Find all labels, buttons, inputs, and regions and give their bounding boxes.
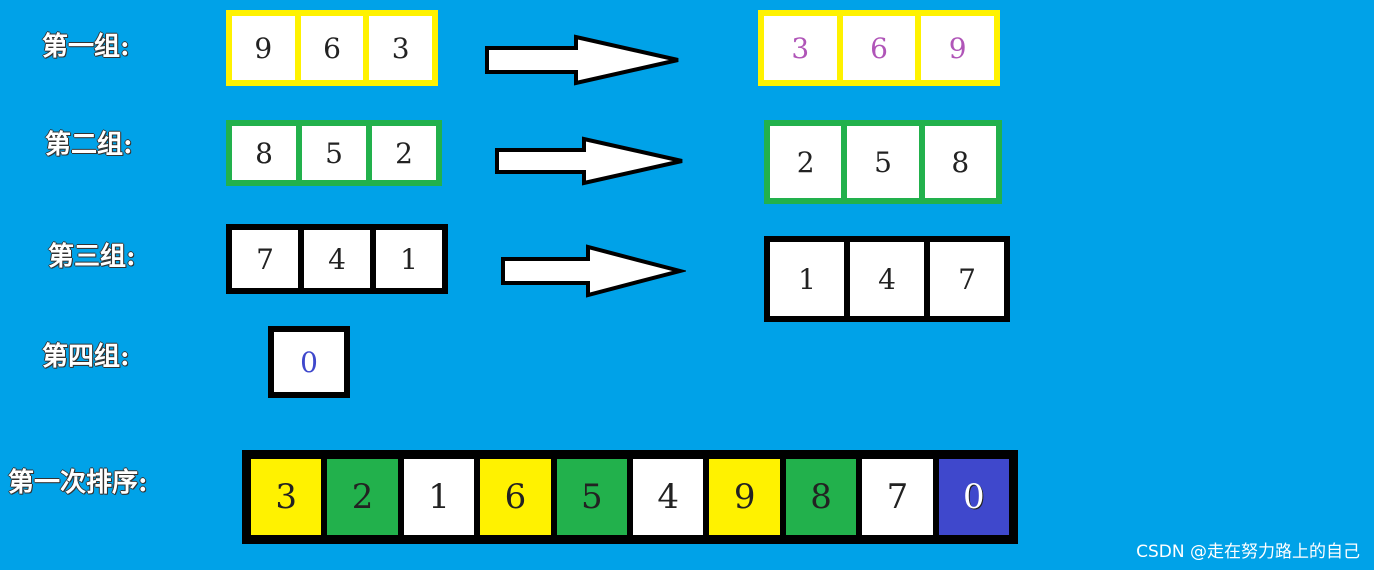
group-4-cell: 0 xyxy=(300,345,318,379)
group-2-before-box: 8 5 2 xyxy=(226,120,442,186)
group-2-after-cell: 2 xyxy=(796,145,815,179)
group-3-after-cell: 4 xyxy=(844,242,924,316)
group-label-2: 第二组: xyxy=(45,130,133,160)
group-2-before-cell: 2 xyxy=(366,126,436,180)
first-pass-cell: 4 xyxy=(630,456,707,538)
group-3-after-cell: 1 xyxy=(798,262,816,296)
group-1-arrow-icon xyxy=(485,34,679,86)
group-4-box: 0 xyxy=(268,326,350,398)
group-3-after-cell: 7 xyxy=(924,242,1004,316)
group-2-after-cell: 8 xyxy=(918,126,996,198)
group-label-3: 第三组: xyxy=(48,242,136,272)
group-3-before-cell: 7 xyxy=(256,242,274,276)
watermark: CSDN @走在努力路上的自己 xyxy=(1136,542,1360,562)
group-3-before-cell: 1 xyxy=(370,230,442,288)
group-2-after-cell: 5 xyxy=(841,126,918,198)
first-pass-cell: 9 xyxy=(706,456,783,538)
first-pass-cell: 5 xyxy=(553,456,631,538)
group-3-after-box: 1 4 7 xyxy=(764,236,1010,322)
first-pass-cell: 7 xyxy=(859,456,936,538)
group-1-after-cell: 6 xyxy=(836,16,916,80)
group-label-4: 第四组: xyxy=(42,342,130,372)
group-1-before-cell: 9 xyxy=(254,31,273,65)
group-1-before-box: 9 6 3 xyxy=(226,10,438,86)
group-2-before-cell: 8 xyxy=(255,136,273,170)
group-1-after-cell: 9 xyxy=(915,16,994,80)
group-3-before-box: 7 4 1 xyxy=(226,224,448,294)
group-1-after-cell: 3 xyxy=(791,31,810,65)
group-1-before-cell: 6 xyxy=(294,16,364,80)
group-2-arrow-icon xyxy=(495,136,683,186)
group-1-before-cell: 3 xyxy=(363,16,432,80)
group-2-after-box: 2 5 8 xyxy=(764,120,1002,204)
first-pass-cell: 2 xyxy=(324,456,401,538)
group-1-after-box: 3 6 9 xyxy=(758,10,1000,86)
first-pass-cell: 8 xyxy=(782,456,860,538)
group-label-1: 第一组: xyxy=(42,32,130,62)
group-3-arrow-icon xyxy=(501,244,686,298)
group-3-before-cell: 4 xyxy=(298,230,370,288)
first-pass-cell: 0 xyxy=(935,456,1013,538)
group-2-before-cell: 5 xyxy=(296,126,366,180)
first-pass-cell: 1 xyxy=(400,456,478,538)
first-pass-cell: 6 xyxy=(477,456,554,538)
first-pass-cell: 3 xyxy=(248,456,325,538)
first-pass-label: 第一次排序: xyxy=(8,468,148,498)
